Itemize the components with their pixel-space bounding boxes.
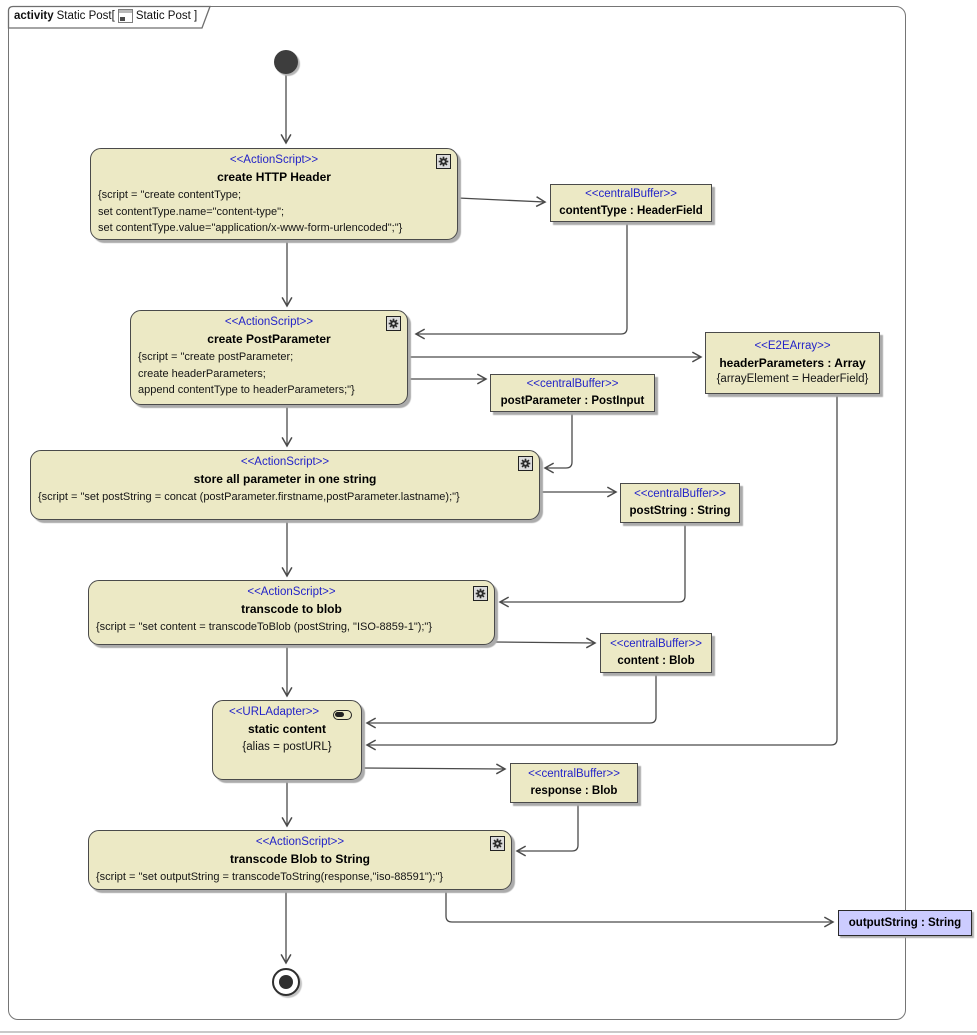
action-name: transcode to blob [241, 602, 342, 616]
pill-dot [335, 712, 344, 717]
actionscript-gear-icon [473, 586, 488, 601]
stereotype-label: <<ActionScript>> [247, 586, 336, 598]
stereotype-label: <<ActionScript>> [240, 456, 330, 468]
script-line: {script = "create postParameter; [138, 351, 294, 363]
frame-title-tab-outline [7, 5, 211, 29]
buffer-name: postParameter : PostInput [500, 395, 645, 407]
stereotype-label: <<E2EArray>> [754, 340, 831, 352]
stereotype-label: <<centralBuffer>> [585, 188, 677, 200]
buffer-content[interactable]: <<centralBuffer>> content : Blob [600, 633, 712, 673]
action-name: transcode Blob to String [229, 852, 370, 866]
script-line: set contentType.name="content-type"; [98, 205, 285, 218]
stereotype-label: <<centralBuffer>> [528, 768, 620, 780]
script-line: {script = "set postString = concat (post… [38, 491, 460, 503]
action-name: store all parameter in one string [193, 472, 377, 486]
frame-title-post: Static Post ] [135, 10, 198, 22]
action-name: create HTTP Header [217, 170, 331, 184]
buffer-name: response : Blob [530, 785, 618, 797]
parameter-outputstring[interactable]: outputString : String [838, 910, 972, 936]
frame-keyword: activity [14, 10, 54, 22]
array-headerparameters[interactable]: <<E2EArray>> headerParameters : Array {a… [705, 332, 880, 394]
gear-glyph [520, 458, 531, 469]
flow-poststring-to-a4 [498, 523, 686, 608]
buffer-poststring[interactable]: <<centralBuffer>> postString : String [620, 483, 740, 523]
final-node[interactable] [272, 968, 300, 996]
buffer-name: postString : String [629, 505, 731, 517]
stereotype-label: <<URLAdapter>> [229, 706, 320, 718]
action-create-postparameter[interactable]: <<ActionScript>> create PostParameter {s… [130, 310, 408, 405]
script-line: create headerParameters; [138, 367, 266, 380]
action-transcode-to-blob[interactable]: <<ActionScript>> transcode to blob {scri… [88, 580, 495, 645]
urladapter-pill-icon [333, 710, 352, 720]
script-line: {script = "set content = transcodeToBlob… [96, 621, 433, 633]
array-element-constraint: {arrayElement = HeaderField} [716, 373, 869, 385]
buffer-name: contentType : HeaderField [559, 205, 703, 217]
script-line: {script = "set outputString = transcodeT… [96, 871, 444, 883]
buffer-contenttype[interactable]: <<centralBuffer>> contentType : HeaderFi… [550, 184, 712, 222]
flow-headerparameters-to-urladapter [365, 394, 838, 751]
diagram-icon [117, 9, 133, 23]
flow-postparameter-to-a3 [543, 412, 573, 474]
gear-glyph [388, 318, 399, 329]
gear-glyph [475, 588, 486, 599]
actionscript-gear-icon [490, 836, 505, 851]
gear-glyph [438, 156, 449, 167]
frame-title-tab [7, 5, 211, 29]
script-line: {script = "create contentType; [98, 189, 242, 201]
urladapter-static-content[interactable]: <<URLAdapter>> static content {alias = p… [212, 700, 362, 780]
script-line: append contentType to headerParameters;"… [138, 384, 355, 396]
frame-title-pre: Static Post[ [56, 10, 115, 22]
flow-response-to-a5 [515, 803, 579, 857]
flow-content-to-urladapter [365, 673, 657, 729]
buffer-response[interactable]: <<centralBuffer>> response : Blob [510, 763, 638, 803]
stereotype-label: <<ActionScript>> [224, 316, 314, 328]
stereotype-label: <<centralBuffer>> [526, 378, 619, 390]
stereotype-label: <<centralBuffer>> [610, 638, 702, 650]
flow-urladapter-to-response [361, 763, 507, 775]
buffer-name: content : Blob [617, 655, 695, 667]
initial-node[interactable] [274, 50, 298, 74]
action-name: create PostParameter [207, 332, 331, 346]
adapter-alias: {alias = postURL} [242, 741, 332, 753]
actionscript-gear-icon [386, 316, 401, 331]
stereotype-label: <<centralBuffer>> [634, 488, 726, 500]
stereotype-label: <<ActionScript>> [229, 154, 319, 166]
frame-title: activity Static Post[ Static Post ] [14, 9, 197, 23]
actionscript-gear-icon [518, 456, 533, 471]
flow-a5-to-outputstring [445, 890, 835, 928]
parameter-name: outputString : String [848, 917, 962, 929]
gear-glyph [492, 838, 503, 849]
actionscript-gear-icon [436, 154, 451, 169]
array-name: headerParameters : Array [719, 356, 866, 370]
flow-a1-to-contenttype [457, 196, 547, 208]
flow-a4-to-content [494, 637, 597, 649]
action-create-http-header[interactable]: <<ActionScript>> create HTTP Header {scr… [90, 148, 458, 240]
stereotype-label: <<ActionScript>> [255, 836, 345, 848]
action-transcode-blob-to-string[interactable]: <<ActionScript>> transcode Blob to Strin… [88, 830, 512, 890]
buffer-postparameter[interactable]: <<centralBuffer>> postParameter : PostIn… [490, 374, 655, 412]
flow-contenttype-to-a2 [414, 222, 628, 340]
adapter-name: static content [247, 722, 326, 736]
action-store-all-parameter[interactable]: <<ActionScript>> store all parameter in … [30, 450, 540, 520]
window-bottom-edge [0, 1031, 977, 1033]
script-line: set contentType.value="application/x-www… [98, 222, 403, 234]
final-node-core [279, 975, 293, 989]
